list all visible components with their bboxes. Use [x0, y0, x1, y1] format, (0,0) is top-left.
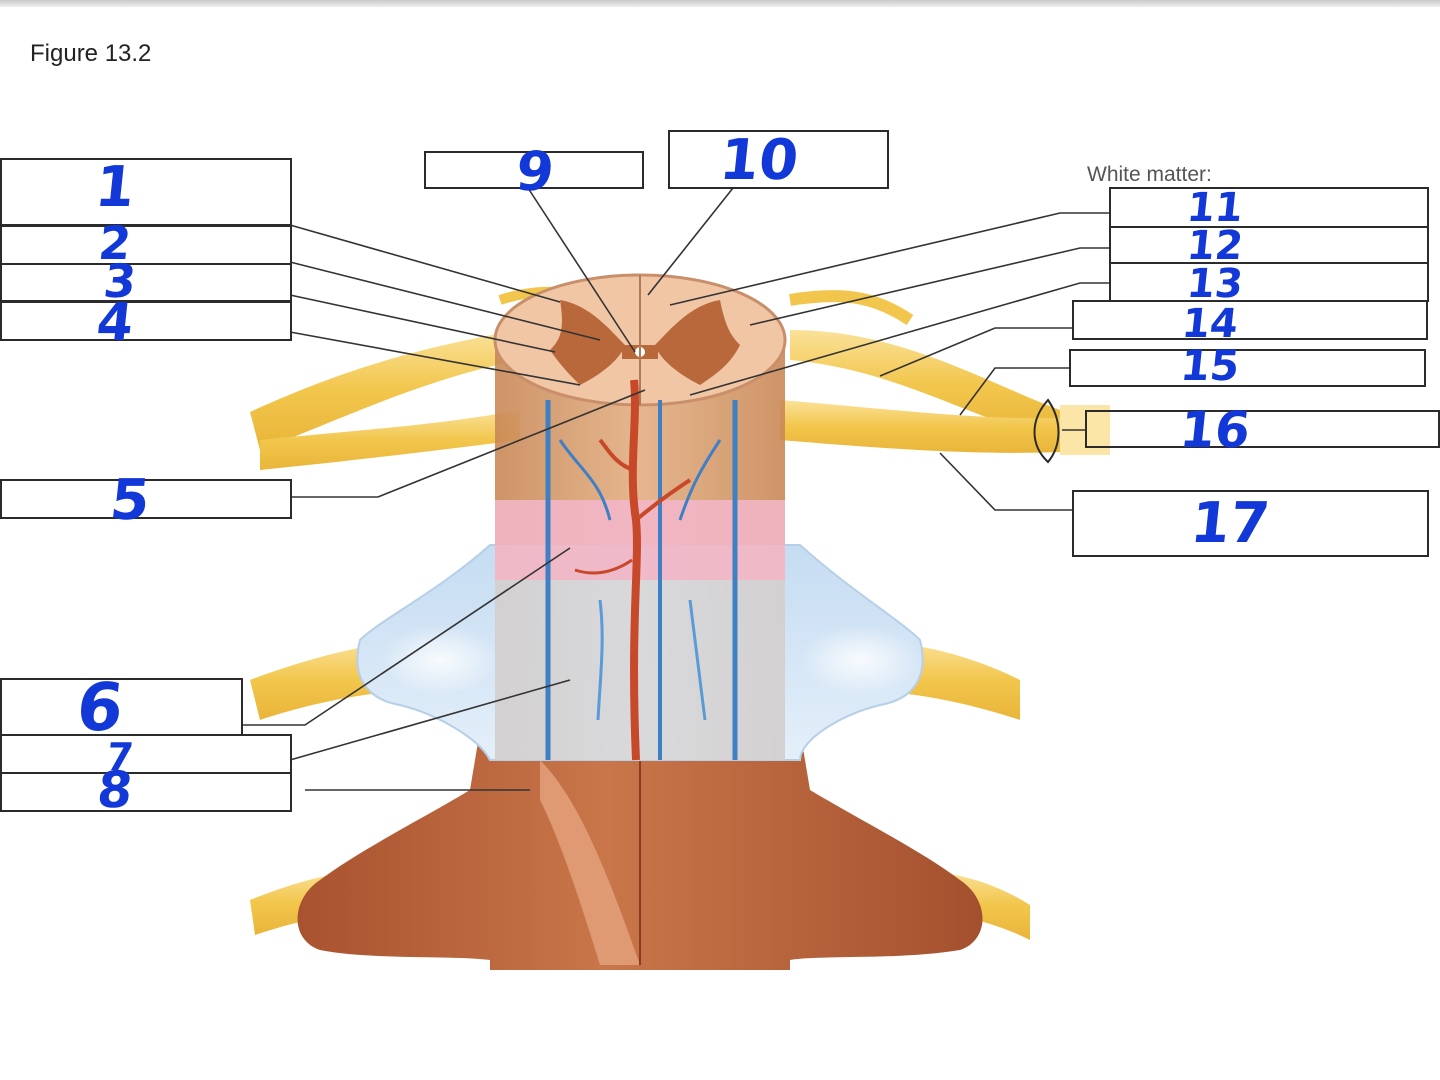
label-box-15[interactable]	[1069, 349, 1426, 387]
figure-title: Figure 13.2	[30, 40, 152, 67]
label-box-4[interactable]	[0, 300, 292, 341]
answer-16: 16	[1177, 401, 1253, 459]
answer-4: 4	[93, 293, 137, 353]
answer-10: 10	[716, 128, 802, 193]
answer-17: 17	[1187, 491, 1273, 556]
answer-6: 6	[73, 669, 128, 746]
label-box-10[interactable]	[668, 130, 889, 189]
blood-vessels	[545, 379, 738, 761]
label-box-5[interactable]	[0, 479, 292, 519]
label-box-8[interactable]	[0, 772, 292, 812]
answer-15: 15	[1178, 341, 1242, 390]
top-border	[0, 0, 1440, 7]
answer-13: 13	[1184, 261, 1246, 307]
label-box-17[interactable]	[1072, 490, 1429, 557]
answer-12: 12	[1184, 223, 1246, 269]
nerve-bracket	[1033, 398, 1060, 464]
label-box-3[interactable]	[0, 263, 292, 303]
answer-1: 1	[92, 155, 138, 220]
answer-9: 9	[512, 140, 558, 203]
answer-11: 11	[1184, 185, 1246, 231]
label-box-11[interactable]	[1109, 187, 1429, 228]
label-box-12[interactable]	[1109, 226, 1429, 264]
label-box-9[interactable]	[424, 151, 644, 189]
leader-lines	[242, 187, 1110, 791]
label-box-16[interactable]	[1085, 410, 1440, 448]
answer-8: 8	[94, 761, 136, 819]
label-box-14[interactable]	[1072, 300, 1428, 340]
answer-14: 14	[1179, 301, 1241, 347]
answer-5: 5	[107, 468, 153, 533]
white-matter-heading: White matter:	[1087, 163, 1212, 186]
label-box-13[interactable]	[1109, 262, 1429, 302]
gray-matter	[550, 300, 740, 385]
